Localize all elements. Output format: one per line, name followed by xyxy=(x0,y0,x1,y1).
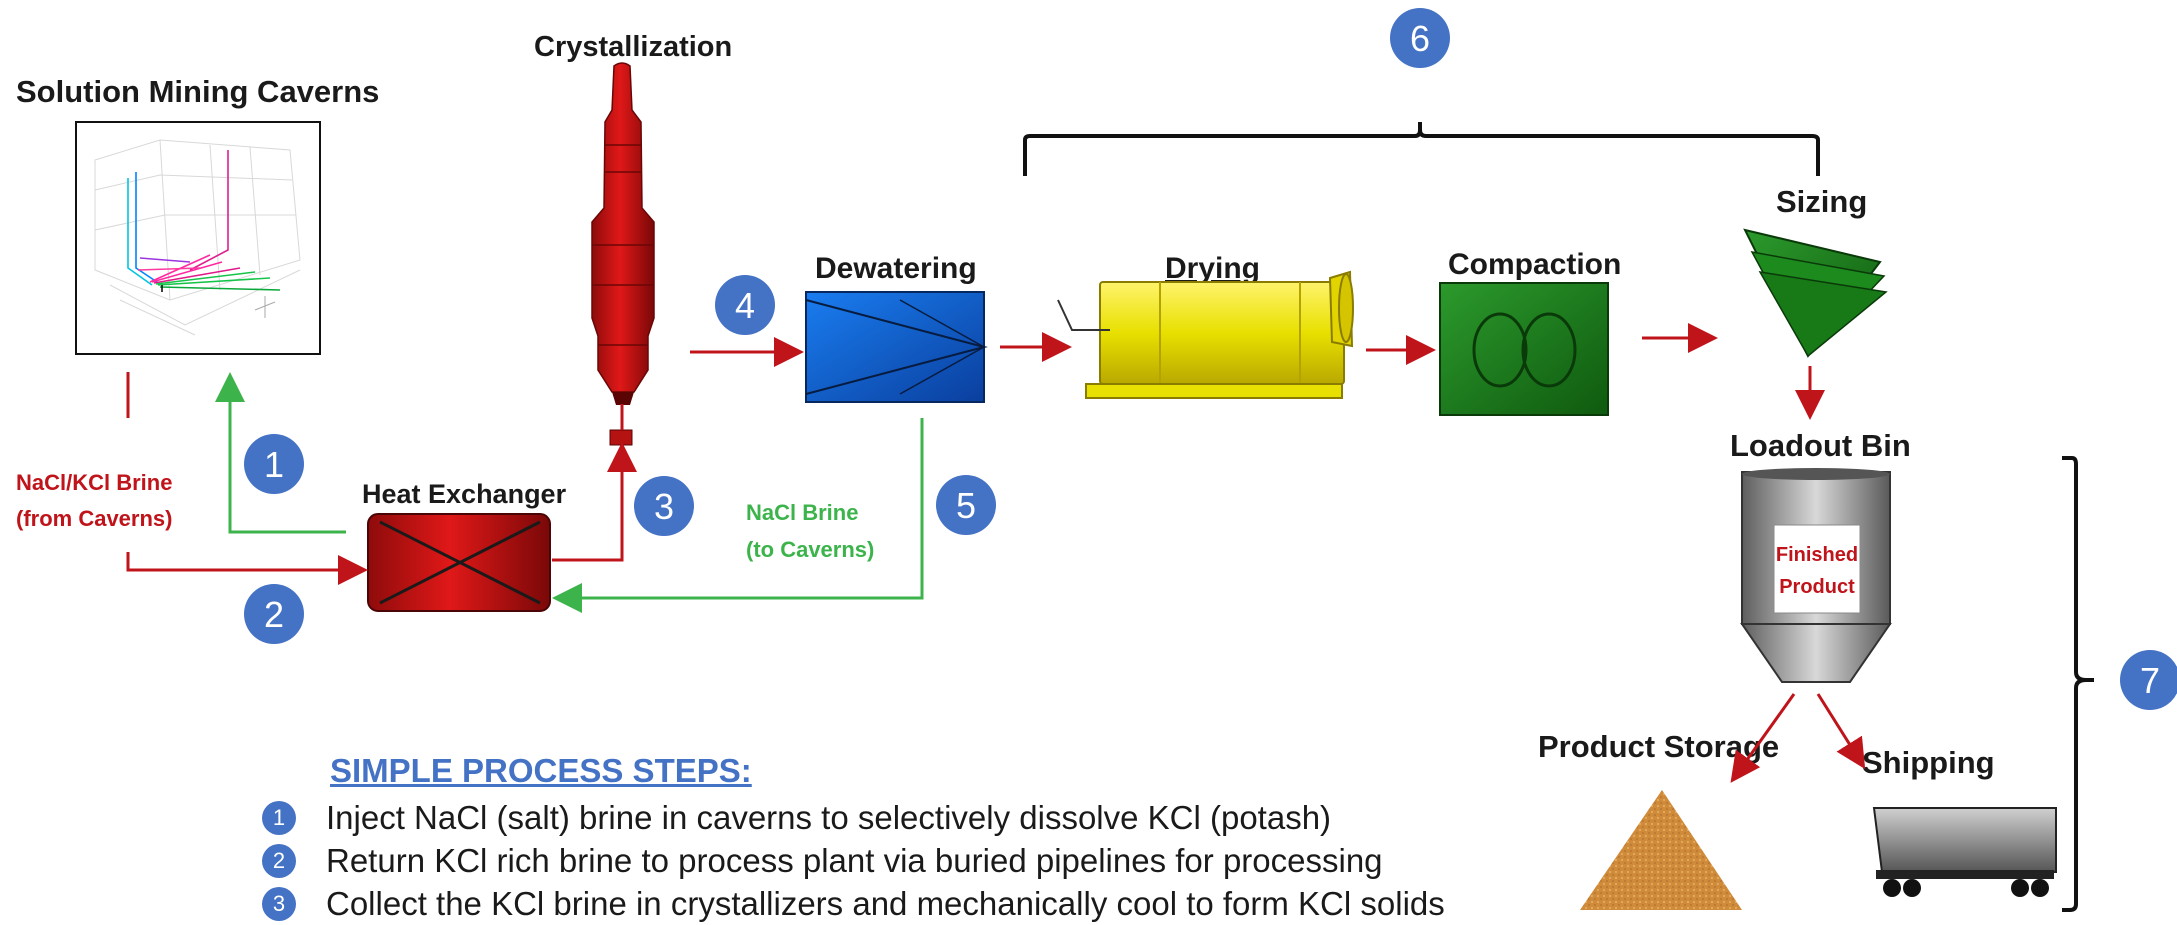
svg-text:2: 2 xyxy=(264,594,284,635)
svg-text:1: 1 xyxy=(264,444,284,485)
marker-2: 2 xyxy=(244,584,304,644)
svg-text:4: 4 xyxy=(735,285,755,326)
heat-exchanger-label: Heat Exchanger xyxy=(362,479,567,509)
compaction-unit xyxy=(1439,282,1609,416)
list-item: 1 Inject NaCl (salt) brine in caverns to… xyxy=(262,796,1562,839)
crystallizer-vessel xyxy=(591,62,655,446)
product-storage-label: Product Storage xyxy=(1538,729,1779,764)
crystallization-label: Crystallization xyxy=(534,31,732,63)
step-number-badge: 3 xyxy=(262,886,296,921)
storage-pile-icon xyxy=(1580,790,1742,910)
brine-out-label-line2: (to Caverns) xyxy=(746,537,874,562)
compaction-label: Compaction xyxy=(1448,248,1621,281)
svg-text:3: 3 xyxy=(654,486,674,527)
heat-exchanger-to-crystallizer-arrow xyxy=(552,442,637,562)
finished-product-label-line2: Product xyxy=(1779,576,1855,598)
svg-text:7: 7 xyxy=(2140,660,2160,701)
step-text: Return KCl rich brine to process plant v… xyxy=(326,841,1383,879)
steps-title: SIMPLE PROCESS STEPS: xyxy=(330,752,752,789)
list-item: 2 Return KCl rich brine to process plant… xyxy=(262,839,1562,882)
brine-out-label-line1: NaCl Brine xyxy=(746,500,858,525)
brine-in-label-line1: NaCl/KCl Brine xyxy=(16,470,172,495)
bracket-7 xyxy=(2062,456,2094,912)
marker-3: 3 xyxy=(634,476,694,536)
dewatering-screen xyxy=(805,291,988,403)
marker-4: 4 xyxy=(715,275,775,335)
marker-5: 5 xyxy=(936,475,996,535)
dewatering-label: Dewatering xyxy=(815,252,977,285)
marker-6: 6 xyxy=(1390,8,1450,68)
caverns-label: Solution Mining Caverns xyxy=(16,74,379,109)
bracket-6 xyxy=(1023,122,1820,176)
brine-in-label-line2: (from Caverns) xyxy=(16,506,172,531)
loadout-bin: Finished Product xyxy=(1740,468,1892,683)
sizing-screen xyxy=(1743,228,1888,358)
loadout-bin-label: Loadout Bin xyxy=(1730,428,1911,463)
process-steps-list: SIMPLE PROCESS STEPS: 1 Inject NaCl (sal… xyxy=(262,752,1562,925)
brine-to-caverns-arrow xyxy=(215,372,346,534)
marker-7: 7 xyxy=(2120,650,2177,710)
heat-exchanger-unit xyxy=(367,513,551,612)
step-number-badge: 2 xyxy=(262,843,296,878)
svg-text:6: 6 xyxy=(1410,18,1430,59)
sizing-label: Sizing xyxy=(1776,184,1867,219)
caverns-3d-plot-image xyxy=(75,121,321,355)
drying-label: Drying xyxy=(1165,252,1260,285)
svg-text:5: 5 xyxy=(956,485,976,526)
dewatering-brine-return-arrow xyxy=(552,418,924,613)
brine-to-heat-exchanger-arrow xyxy=(126,552,368,585)
step-text: Collect the KCl brine in crystallizers a… xyxy=(326,884,1445,922)
loadout-to-storage-arrow xyxy=(1730,693,1796,783)
list-item: 3 Collect the KCl brine in crystallizers… xyxy=(262,882,1562,925)
step-text: Inject NaCl (salt) brine in caverns to s… xyxy=(326,798,1332,836)
loadout-to-shipping-arrow xyxy=(1816,693,1866,770)
railcar-icon xyxy=(1872,807,2057,897)
finished-product-label-line1: Finished xyxy=(1776,544,1858,566)
shipping-label: Shipping xyxy=(1862,745,1995,780)
step-number-badge: 1 xyxy=(262,800,296,835)
marker-1: 1 xyxy=(244,434,304,494)
rotary-dryer xyxy=(1057,270,1354,399)
